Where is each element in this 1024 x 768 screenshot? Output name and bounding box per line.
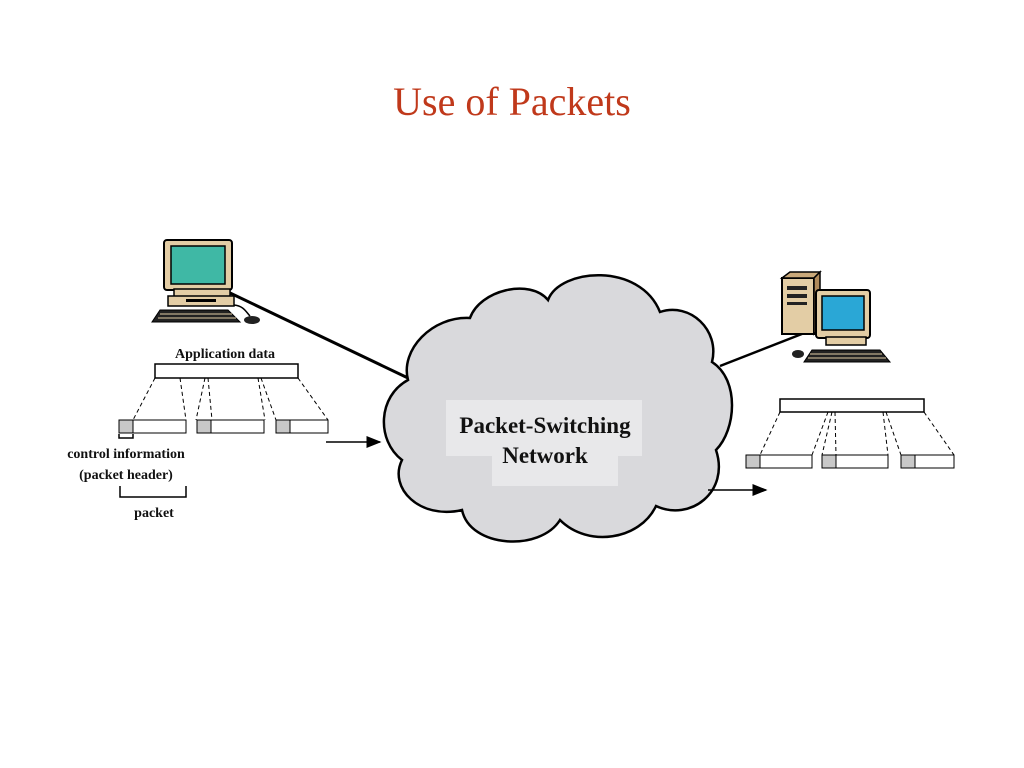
packet <box>900 454 955 469</box>
network-label-line1: Packet-Switching <box>459 413 631 438</box>
packet-header-label: (packet header) <box>79 468 173 483</box>
header-bracket <box>118 434 134 439</box>
packet <box>821 454 889 469</box>
control-information-label: control information <box>67 447 185 462</box>
packet <box>118 419 187 434</box>
tower-computer-icon <box>779 270 892 363</box>
slide-title: Use of Packets <box>393 79 631 124</box>
receiver-link <box>719 328 813 368</box>
application-data-block <box>154 363 299 379</box>
sender-packetization: Application data control information (pa… <box>67 347 382 521</box>
packet-switching-network-cloud: Packet-Switching Network <box>382 274 734 543</box>
packet <box>196 419 265 434</box>
packet <box>745 454 813 469</box>
reassembled-data-block <box>779 398 925 413</box>
packet <box>275 419 329 434</box>
packet-bracket <box>119 486 187 498</box>
receiver-reassembly <box>708 398 955 496</box>
sender-link <box>227 290 409 380</box>
packet-label: packet <box>134 506 174 521</box>
desktop-computer-icon <box>151 239 260 324</box>
application-data-label: Application data <box>175 347 275 362</box>
network-label-line2: Network <box>502 443 588 468</box>
